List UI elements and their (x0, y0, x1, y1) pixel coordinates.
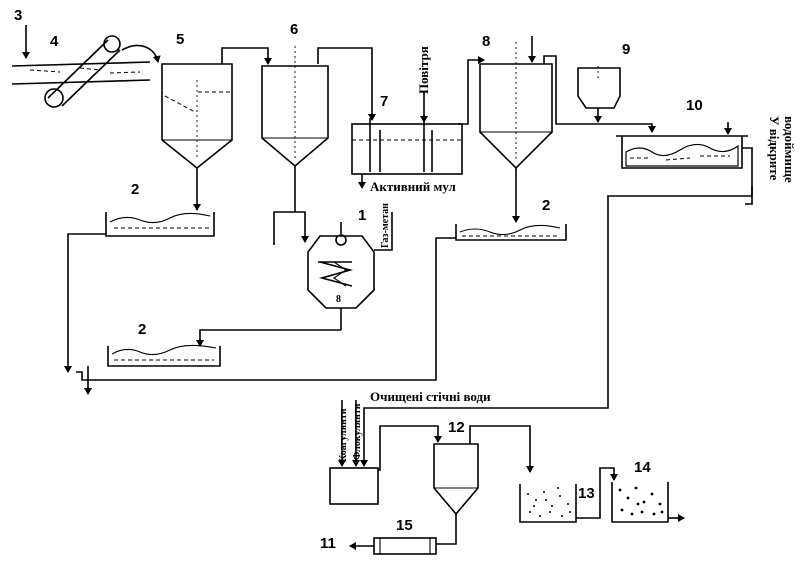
screen-conveyor-4 (11, 35, 161, 108)
label-13: 13 (578, 485, 595, 502)
label-8: 8 (482, 33, 490, 50)
drain-lines (64, 233, 456, 395)
sand-filter-13 (519, 467, 618, 523)
label-2-upper: 2 (131, 181, 139, 198)
settler-6 (261, 46, 329, 245)
label-14: 14 (634, 459, 651, 476)
filter-press-15 (349, 537, 437, 555)
stirrer-glyph: 8 (336, 294, 341, 305)
sludge-bed-2-upper (105, 212, 215, 237)
label-2-lower: 2 (138, 321, 146, 338)
label-5: 5 (176, 31, 184, 48)
label-2-right: 2 (542, 197, 550, 214)
open-water-label-1: У відкрите (767, 116, 782, 181)
label-10: 10 (686, 97, 703, 114)
label-3: 3 (14, 7, 22, 24)
clarifier-12 (433, 425, 534, 545)
label-6: 6 (290, 21, 298, 38)
label-1: 1 (358, 207, 366, 224)
sorbent-media (618, 486, 664, 516)
filter-media (527, 487, 571, 517)
mixer-11 (329, 400, 442, 505)
sludge-bed-2-lower (107, 344, 221, 367)
label-15: 15 (396, 517, 413, 534)
label-11: 11 (320, 535, 336, 552)
treated-water-line (360, 186, 753, 467)
label-12: 12 (448, 419, 465, 436)
reagent-tank-9 (577, 66, 621, 123)
air-label: Повітря (416, 46, 431, 94)
gas-methane-label: Газ-метан (380, 203, 391, 248)
clarifier-8 (479, 36, 656, 223)
flocculants-label: Флокулянти (352, 403, 363, 460)
primary-settler-5 (161, 63, 233, 211)
label-4: 4 (50, 33, 59, 50)
open-water-label-2: водоймище (782, 116, 797, 183)
sludge-bed-2-right (455, 224, 567, 241)
label-9: 9 (622, 41, 630, 58)
contact-tank-10 (616, 122, 753, 186)
coagulants-label: Коагулянти (338, 408, 349, 462)
active-sludge-label: Активний мул (370, 179, 456, 194)
sorption-filter-14 (611, 482, 685, 523)
label-7: 7 (380, 93, 388, 110)
digester-1: 8 (196, 212, 393, 347)
treated-water-label: Очищені стічні води (370, 389, 491, 404)
aerotank-7 (351, 56, 485, 189)
